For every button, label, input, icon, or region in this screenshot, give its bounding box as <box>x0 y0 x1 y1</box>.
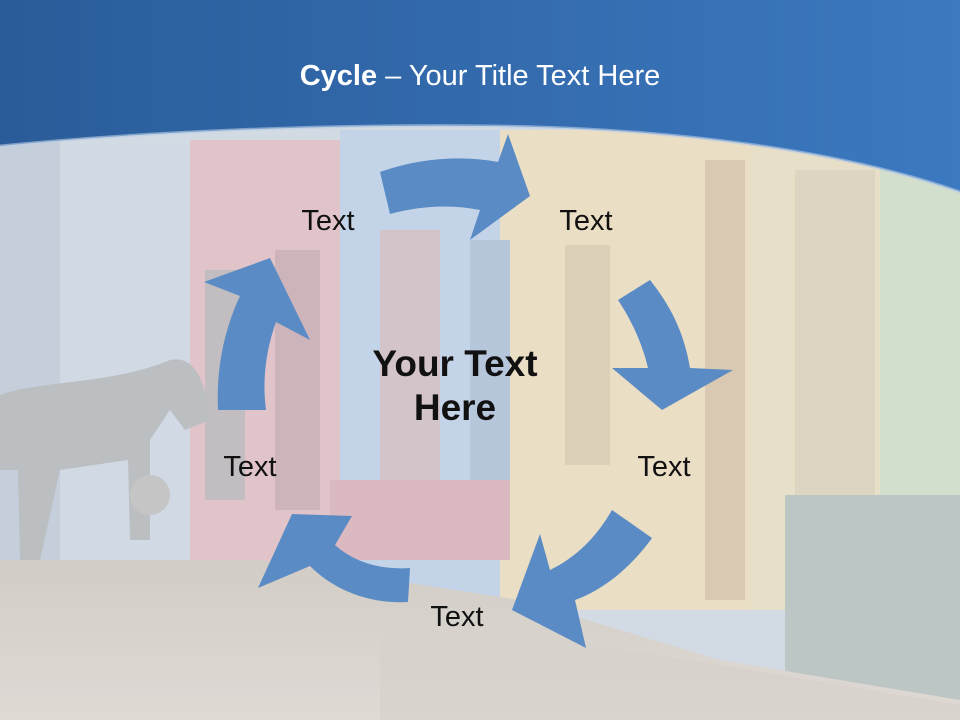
header-band <box>0 0 960 192</box>
slide-title-rest: – Your Title Text Here <box>377 60 661 92</box>
center-text-line1: Your Text <box>372 343 538 384</box>
slide-title-bold: Cycle <box>299 60 378 92</box>
center-text-line2: Here <box>413 387 497 428</box>
header-highlight <box>0 124 960 194</box>
cycle-arrow-lower-left <box>258 514 410 603</box>
cycle-arrows <box>204 134 733 648</box>
cycle-arrow-top <box>380 134 530 240</box>
center-text: Your Text Here <box>330 342 580 430</box>
cycle-arrow-lower-right <box>512 510 652 648</box>
cycle-label-left: Text <box>223 451 277 483</box>
cycle-label-right: Text <box>637 451 691 483</box>
cycle-label-top-right: Text <box>559 205 613 237</box>
cycle-arrow-left <box>204 258 310 410</box>
cycle-label-top-left: Text <box>301 205 355 237</box>
slide-title: Cycle – Your Title Text Here <box>0 56 960 96</box>
cycle-arrow-right <box>612 280 733 410</box>
cycle-label-bottom: Text <box>430 601 484 633</box>
